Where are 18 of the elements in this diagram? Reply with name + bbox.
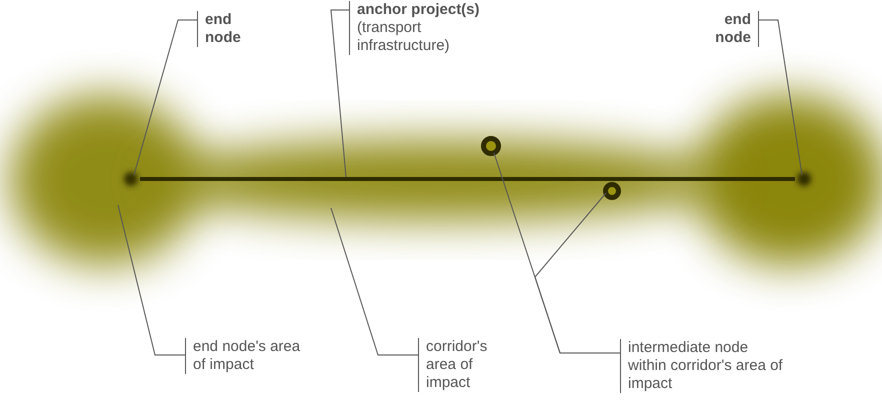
callout-heading: end node	[714, 11, 751, 47]
leader-line	[330, 10, 350, 178]
node-dot	[481, 136, 501, 156]
leader-line	[134, 20, 198, 176]
callout-text: intermediate node within corridor's area of impact	[628, 339, 784, 393]
callout-text: corridor's area of impact	[426, 338, 488, 392]
leader-line	[330, 208, 418, 356]
node-dot	[124, 172, 138, 186]
leader-line	[118, 204, 186, 356]
node-dot	[603, 182, 621, 200]
callout-heading: anchor project(s)	[357, 1, 481, 19]
node-dot	[797, 172, 811, 186]
callout-text: (transport infrastructure)	[357, 19, 451, 55]
leader-line	[758, 20, 802, 176]
callout-text: end node's area of impact	[193, 338, 302, 374]
leader-line	[534, 192, 620, 354]
impact-area-glow	[150, 136, 730, 220]
callout-heading: end node	[205, 11, 242, 47]
